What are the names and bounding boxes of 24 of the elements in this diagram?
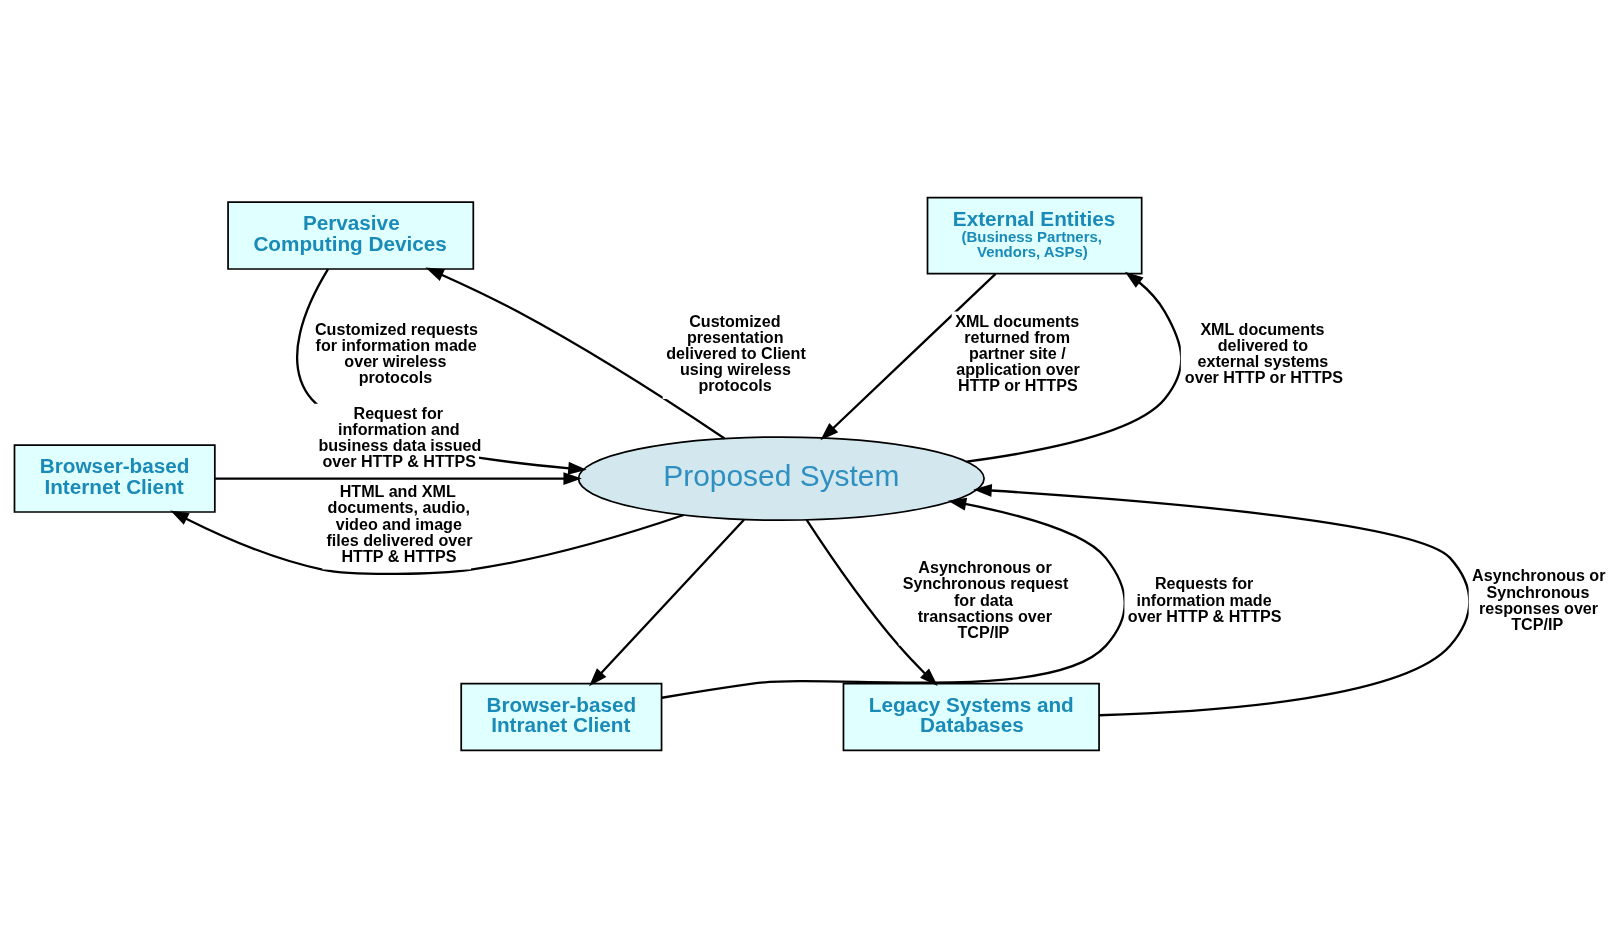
edge-label: Customized requests for information made over wireless protocols — [314, 319, 478, 387]
arrow — [588, 519, 745, 687]
edge-label: Asynchronous or Synchronous responses over TCP/IP — [1471, 566, 1605, 633]
edge-label: Customized presentation delivered to Client using wireless protocols — [665, 311, 806, 395]
edge-label: Asynchronous or Synchronous request for data transactions over TCP/IP — [902, 558, 1068, 641]
arrow — [214, 472, 582, 486]
arrow — [661, 497, 1126, 699]
arrow — [972, 484, 1470, 717]
edge-label: Requests for information made over HTTP & HTTPS — [1127, 574, 1282, 625]
node-box: Pervasive Computing Devices — [226, 201, 474, 270]
edge-label: Request for information and business data issued over HTTP & HTTPS — [317, 403, 481, 471]
arrow — [169, 510, 684, 575]
edge-label: HTML and XML documents, audio, video and image files delivered over HTTP & HTTPS — [325, 482, 472, 565]
node-box: Browser-based Internet Client — [13, 444, 216, 513]
arrow — [819, 273, 996, 441]
arrow — [805, 519, 938, 686]
node-box: Browser-based Intranet Client — [459, 682, 662, 752]
edge-label: XML documents returned from partner site / application over HTTP or HTTPS — [954, 311, 1080, 395]
arrow — [965, 271, 1182, 463]
arrow — [424, 267, 725, 440]
node-box: Legacy Systems and Databases — [842, 682, 1100, 752]
edge-label: XML documents delivered to external systems over HTTP or HTTPS — [1184, 319, 1343, 387]
node-ellipse: Proposed System — [577, 436, 985, 522]
node-box: External Entities (Business Partners, Vendors, ASPs) — [926, 196, 1143, 275]
